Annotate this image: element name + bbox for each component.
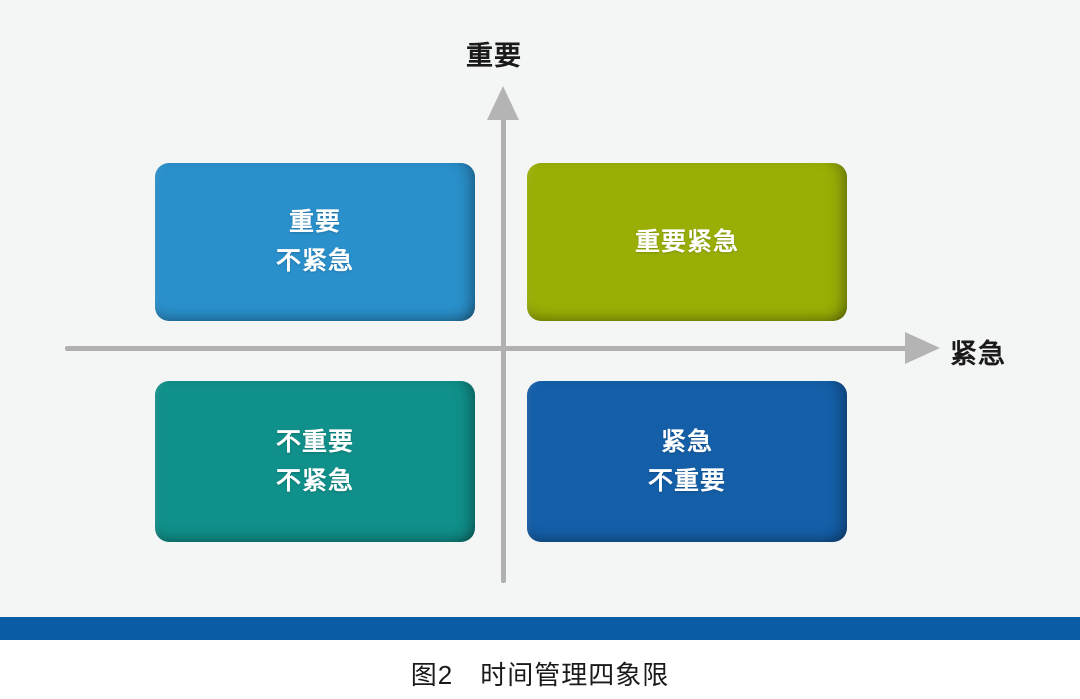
quadrant-label-line: 紧急 xyxy=(660,427,713,456)
caption-area xyxy=(0,640,1080,699)
quadrant-important-urgent: 重要紧急 xyxy=(527,163,847,321)
quadrant-label-line: 不紧急 xyxy=(275,466,354,495)
figure-caption: 图2 时间管理四象限 xyxy=(410,660,670,690)
horizontal-axis-arrow-icon xyxy=(905,332,940,364)
figure-canvas: 重要 紧急 重要 不紧急 重要紧急 不重要 不紧急 紧急 不重要 xyxy=(0,0,1080,617)
quadrant-not-important-not-urgent: 不重要 不紧急 xyxy=(155,381,475,542)
quadrant-urgent-not-important: 紧急 不重要 xyxy=(527,381,847,542)
quadrant-important-not-urgent: 重要 不紧急 xyxy=(155,163,475,321)
quadrant-label-line: 不重要 xyxy=(275,427,354,456)
horizontal-axis-line xyxy=(65,346,920,351)
vertical-axis-line xyxy=(501,105,506,583)
horizontal-axis-label: 紧急 xyxy=(950,339,1006,369)
vertical-axis-label: 重要 xyxy=(466,41,522,71)
quadrant-label-line: 重要紧急 xyxy=(634,227,739,256)
vertical-axis-arrow-icon xyxy=(487,86,519,120)
bottom-blue-band xyxy=(0,617,1080,640)
quadrant-label-line: 重要 xyxy=(288,208,341,237)
quadrant-label-line: 不重要 xyxy=(647,466,726,495)
quadrant-label-line: 不紧急 xyxy=(275,247,354,275)
